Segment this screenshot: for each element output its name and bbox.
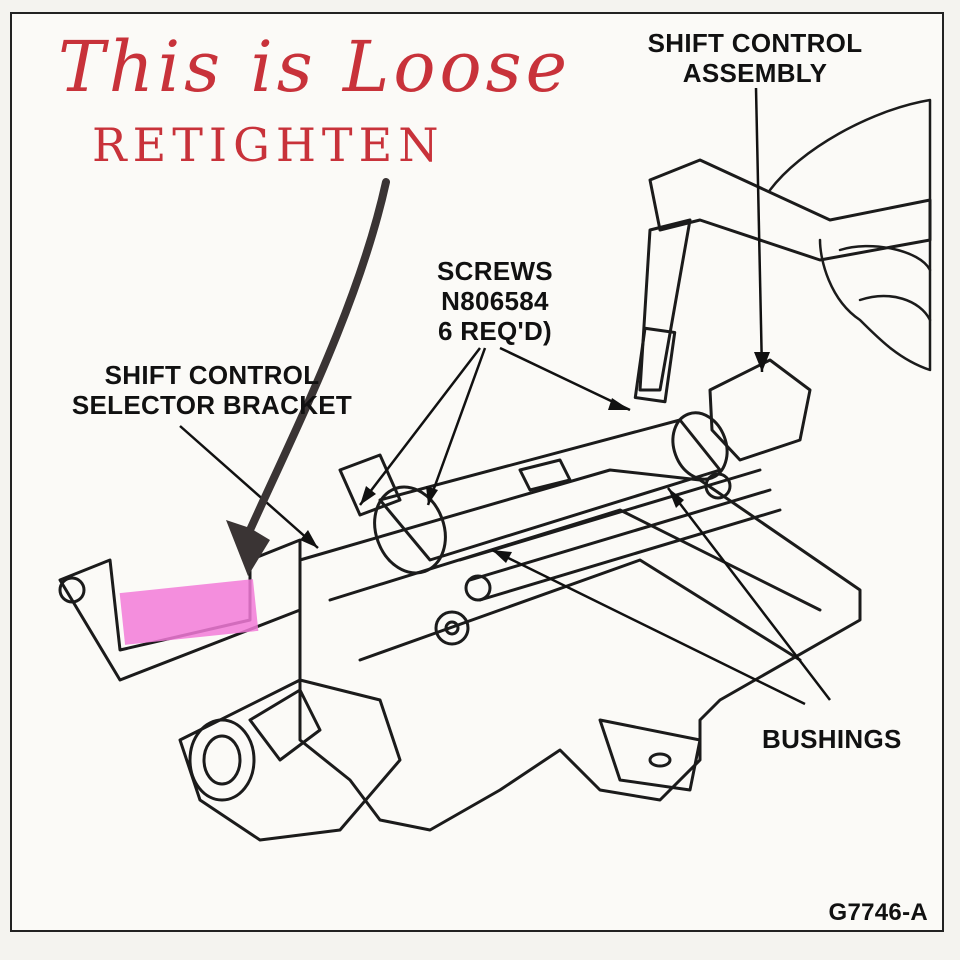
label-line: 6 REQ'D) (437, 316, 553, 346)
base-rail-lower (358, 558, 802, 662)
bracket-plate (338, 453, 402, 517)
label-line: SELECTOR BRACKET (71, 390, 353, 420)
arrowhead-bushings-2 (492, 550, 512, 563)
leader-screws-1 (359, 347, 481, 506)
arrowhead-bushings-1 (668, 488, 684, 508)
ignition-bore-outer (188, 718, 256, 802)
base-foot (598, 718, 702, 792)
label-bushings: BUSHINGS (762, 724, 902, 754)
hand-finger-2 (858, 294, 932, 322)
label-shift-control-selector-bracket: SHIFT CONTROL SELECTOR BRACKET (62, 360, 362, 420)
label-shift-control-assembly: SHIFT CONTROL ASSEMBLY (610, 28, 900, 88)
leader-bushings-1 (667, 487, 831, 701)
knob (248, 688, 322, 762)
label-line: SHIFT CONTROL (104, 360, 320, 390)
ignition-bore-inner (202, 734, 242, 786)
bracket-pin (58, 576, 86, 604)
handwritten-note-line2: RETIGHTEN (92, 118, 445, 172)
hand-outline (768, 98, 932, 372)
leader-bracket (179, 425, 319, 549)
screw-2 (464, 574, 492, 602)
figure-border (10, 12, 944, 932)
handwritten-note-line1: This is Loose (58, 26, 572, 108)
hand-finger-1 (838, 244, 932, 272)
lever-sleeve (633, 326, 677, 404)
clip-detail (518, 458, 572, 492)
shift-lever (648, 158, 932, 262)
arrowhead-screws-2 (426, 486, 438, 505)
leader-screws-3 (499, 346, 631, 412)
screw-1-head (444, 620, 460, 636)
arrowhead-assembly (754, 352, 770, 372)
lever-shaft (638, 218, 692, 392)
marker-arrow (246, 178, 390, 534)
loose-part-highlight (119, 579, 259, 645)
figure-id: G7746-A (828, 899, 928, 926)
label-line: N806584 (441, 286, 549, 316)
label-line: SHIFT CONTROL (647, 28, 863, 58)
arrowhead-screws-3 (608, 398, 630, 410)
column-cylinder (378, 418, 722, 562)
arrowhead-screws-1 (360, 486, 376, 505)
leader-assembly (754, 87, 764, 373)
leader-bushings-2 (491, 548, 806, 706)
front-housing (178, 678, 402, 842)
screw-1 (434, 610, 470, 646)
assembly-block (708, 358, 812, 462)
base-casting (298, 468, 862, 832)
arrowhead-bracket (300, 530, 318, 548)
label-line: ASSEMBLY (682, 58, 828, 88)
cylinder-end-right (671, 411, 729, 481)
screw-3 (704, 472, 732, 500)
label-screws: SCREWS N806584 6 REQ'D) (410, 256, 580, 346)
marker-arrowhead (226, 520, 270, 576)
leader-screws-2 (426, 347, 487, 506)
foot-hole (648, 752, 672, 768)
label-line: SCREWS (437, 256, 553, 286)
